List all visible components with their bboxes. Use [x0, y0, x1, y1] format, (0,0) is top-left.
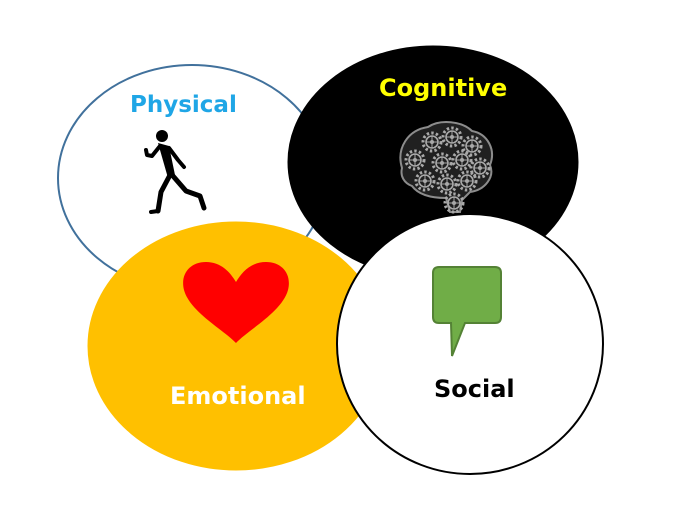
- social-circle: [336, 213, 604, 475]
- emotional-label: Emotional: [170, 382, 306, 410]
- runner-icon: [144, 130, 207, 214]
- physical-label: Physical: [130, 92, 237, 118]
- speech-bubble-icon: [432, 266, 502, 357]
- cognitive-label: Cognitive: [379, 74, 508, 102]
- social-label: Social: [434, 375, 515, 403]
- heart-icon: [183, 262, 289, 343]
- gear-brain-icon: [399, 121, 493, 214]
